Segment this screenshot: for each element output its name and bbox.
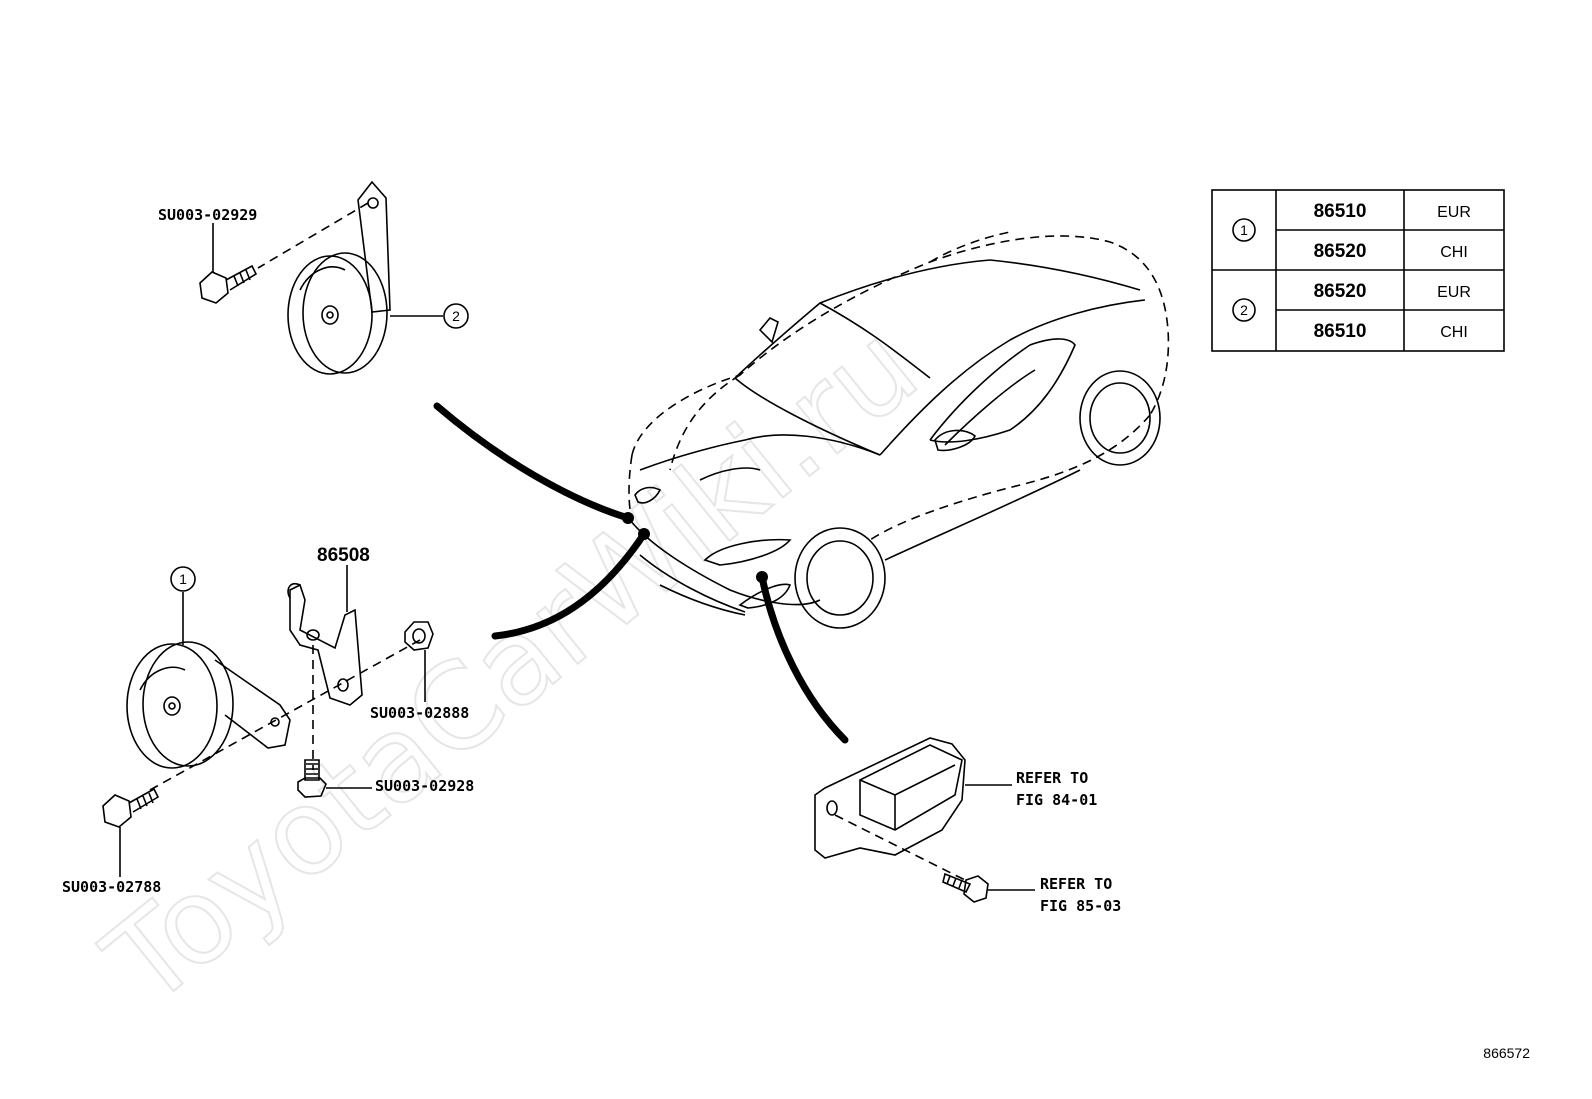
watermark-text: ToyotaCarWiki.ru bbox=[80, 297, 942, 1032]
table-region: EUR bbox=[1437, 284, 1471, 301]
horn-low-assembly: 1 SU003-02788 bbox=[62, 566, 421, 896]
label-refer-sensor-line1: REFER TO bbox=[1016, 769, 1088, 787]
horn-high-assembly: SU003-02929 2 bbox=[158, 180, 469, 375]
bolt-sensor-icon: REFER TO FIG 85-03 bbox=[942, 872, 1121, 915]
table-part: 86510 bbox=[1314, 321, 1367, 342]
table-callout-1: 1 bbox=[1240, 222, 1248, 238]
label-bolt-upper: SU003-02929 bbox=[158, 206, 257, 224]
table-group-1: 1 86510 EUR 86520 CHI bbox=[1232, 201, 1471, 262]
label-refer-bolt-line1: REFER TO bbox=[1040, 875, 1112, 893]
table-callout-2: 2 bbox=[1240, 302, 1248, 318]
illustration-number: 866572 bbox=[1483, 1045, 1530, 1061]
label-bolt-lower-left: SU003-02788 bbox=[62, 878, 161, 896]
sensor-module: REFER TO FIG 84-01 bbox=[814, 737, 1097, 881]
svg-text:2: 2 bbox=[452, 308, 460, 324]
leader-lower-horn bbox=[491, 530, 648, 640]
bolt-lower-left-icon bbox=[102, 787, 160, 828]
bolt-upper-icon bbox=[199, 264, 258, 304]
table-group-2: 2 86520 EUR 86510 CHI bbox=[1232, 281, 1471, 342]
bracket-86508: 86508 bbox=[287, 545, 370, 770]
nut-icon: SU003-02888 bbox=[370, 621, 469, 722]
label-bolt-bracket: SU003-02928 bbox=[375, 777, 474, 795]
svg-text:1: 1 bbox=[179, 571, 187, 587]
table-part: 86520 bbox=[1314, 241, 1367, 262]
table-region: EUR bbox=[1437, 204, 1471, 221]
bolt-bracket-icon: SU003-02928 bbox=[297, 759, 474, 798]
leader-sensor bbox=[758, 573, 849, 744]
table-region: CHI bbox=[1440, 324, 1468, 341]
table-part: 86510 bbox=[1314, 201, 1367, 222]
callout-horn-low: 1 bbox=[170, 566, 196, 592]
label-refer-sensor-line2: FIG 84-01 bbox=[1016, 791, 1097, 809]
table-part: 86520 bbox=[1314, 281, 1367, 302]
leader-upper-horn bbox=[433, 402, 632, 522]
label-nut: SU003-02888 bbox=[370, 704, 469, 722]
car-outline bbox=[628, 231, 1170, 629]
application-table: 1 86510 EUR 86520 CHI 2 86520 EUR 86510 … bbox=[1211, 189, 1505, 352]
callout-horn-high: 2 bbox=[443, 303, 469, 329]
label-bracket: 86508 bbox=[317, 545, 370, 566]
label-refer-bolt-line2: FIG 85-03 bbox=[1040, 897, 1121, 915]
watermark: ToyotaCarWiki.ru bbox=[79, 296, 943, 1033]
table-region: CHI bbox=[1440, 244, 1468, 261]
